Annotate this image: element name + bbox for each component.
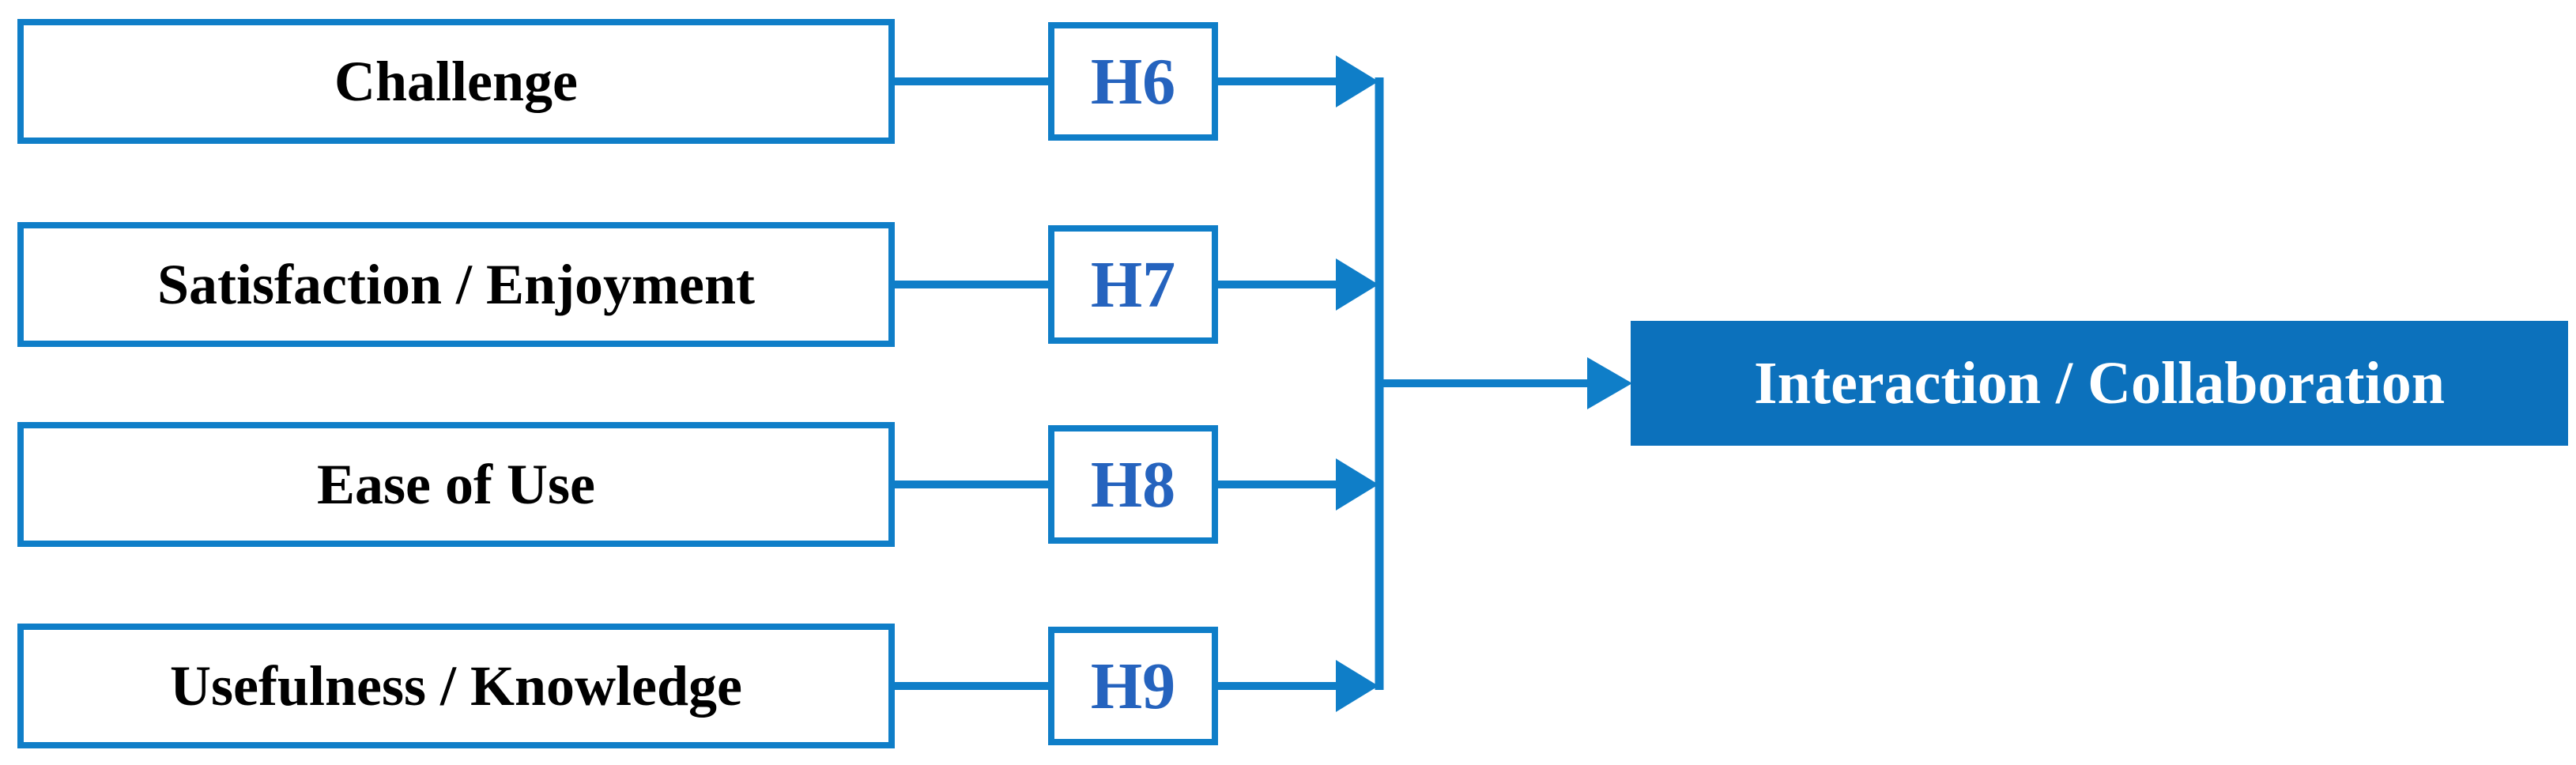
arrowhead-h9 xyxy=(1336,660,1379,712)
arrowhead-h8 xyxy=(1336,458,1379,511)
hypothesis-box-h6: H6 xyxy=(1048,22,1218,141)
factor-label-challenge: Challenge xyxy=(334,49,578,113)
hypothesis-box-h8: H8 xyxy=(1048,425,1218,544)
hypothesis-label-h7: H7 xyxy=(1090,247,1176,322)
hypothesis-label-h8: H8 xyxy=(1090,447,1176,522)
hypothesis-box-h9: H9 xyxy=(1048,627,1218,745)
factor-box-ease-of-use: Ease of Use xyxy=(17,422,895,547)
factor-box-challenge: Challenge xyxy=(17,19,895,144)
arrowhead-outcome xyxy=(1587,357,1632,409)
hypothesis-box-h7: H7 xyxy=(1048,225,1218,344)
arrowhead-h7 xyxy=(1336,258,1379,311)
factor-box-usefulness-knowledge: Usefulness / Knowledge xyxy=(17,624,895,748)
outcome-box-interaction-collaboration: Interaction / Collaboration xyxy=(1631,321,2568,446)
factor-label-ease-of-use: Ease of Use xyxy=(317,452,595,516)
hypothesis-label-h9: H9 xyxy=(1090,649,1176,723)
factor-label-usefulness-knowledge: Usefulness / Knowledge xyxy=(169,654,743,718)
hypothesis-label-h6: H6 xyxy=(1090,44,1176,119)
outcome-label: Interaction / Collaboration xyxy=(1754,349,2445,416)
factor-box-satisfaction-enjoyment: Satisfaction / Enjoyment xyxy=(17,222,895,347)
arrowhead-h6 xyxy=(1336,55,1379,107)
factor-label-satisfaction-enjoyment: Satisfaction / Enjoyment xyxy=(157,252,755,316)
